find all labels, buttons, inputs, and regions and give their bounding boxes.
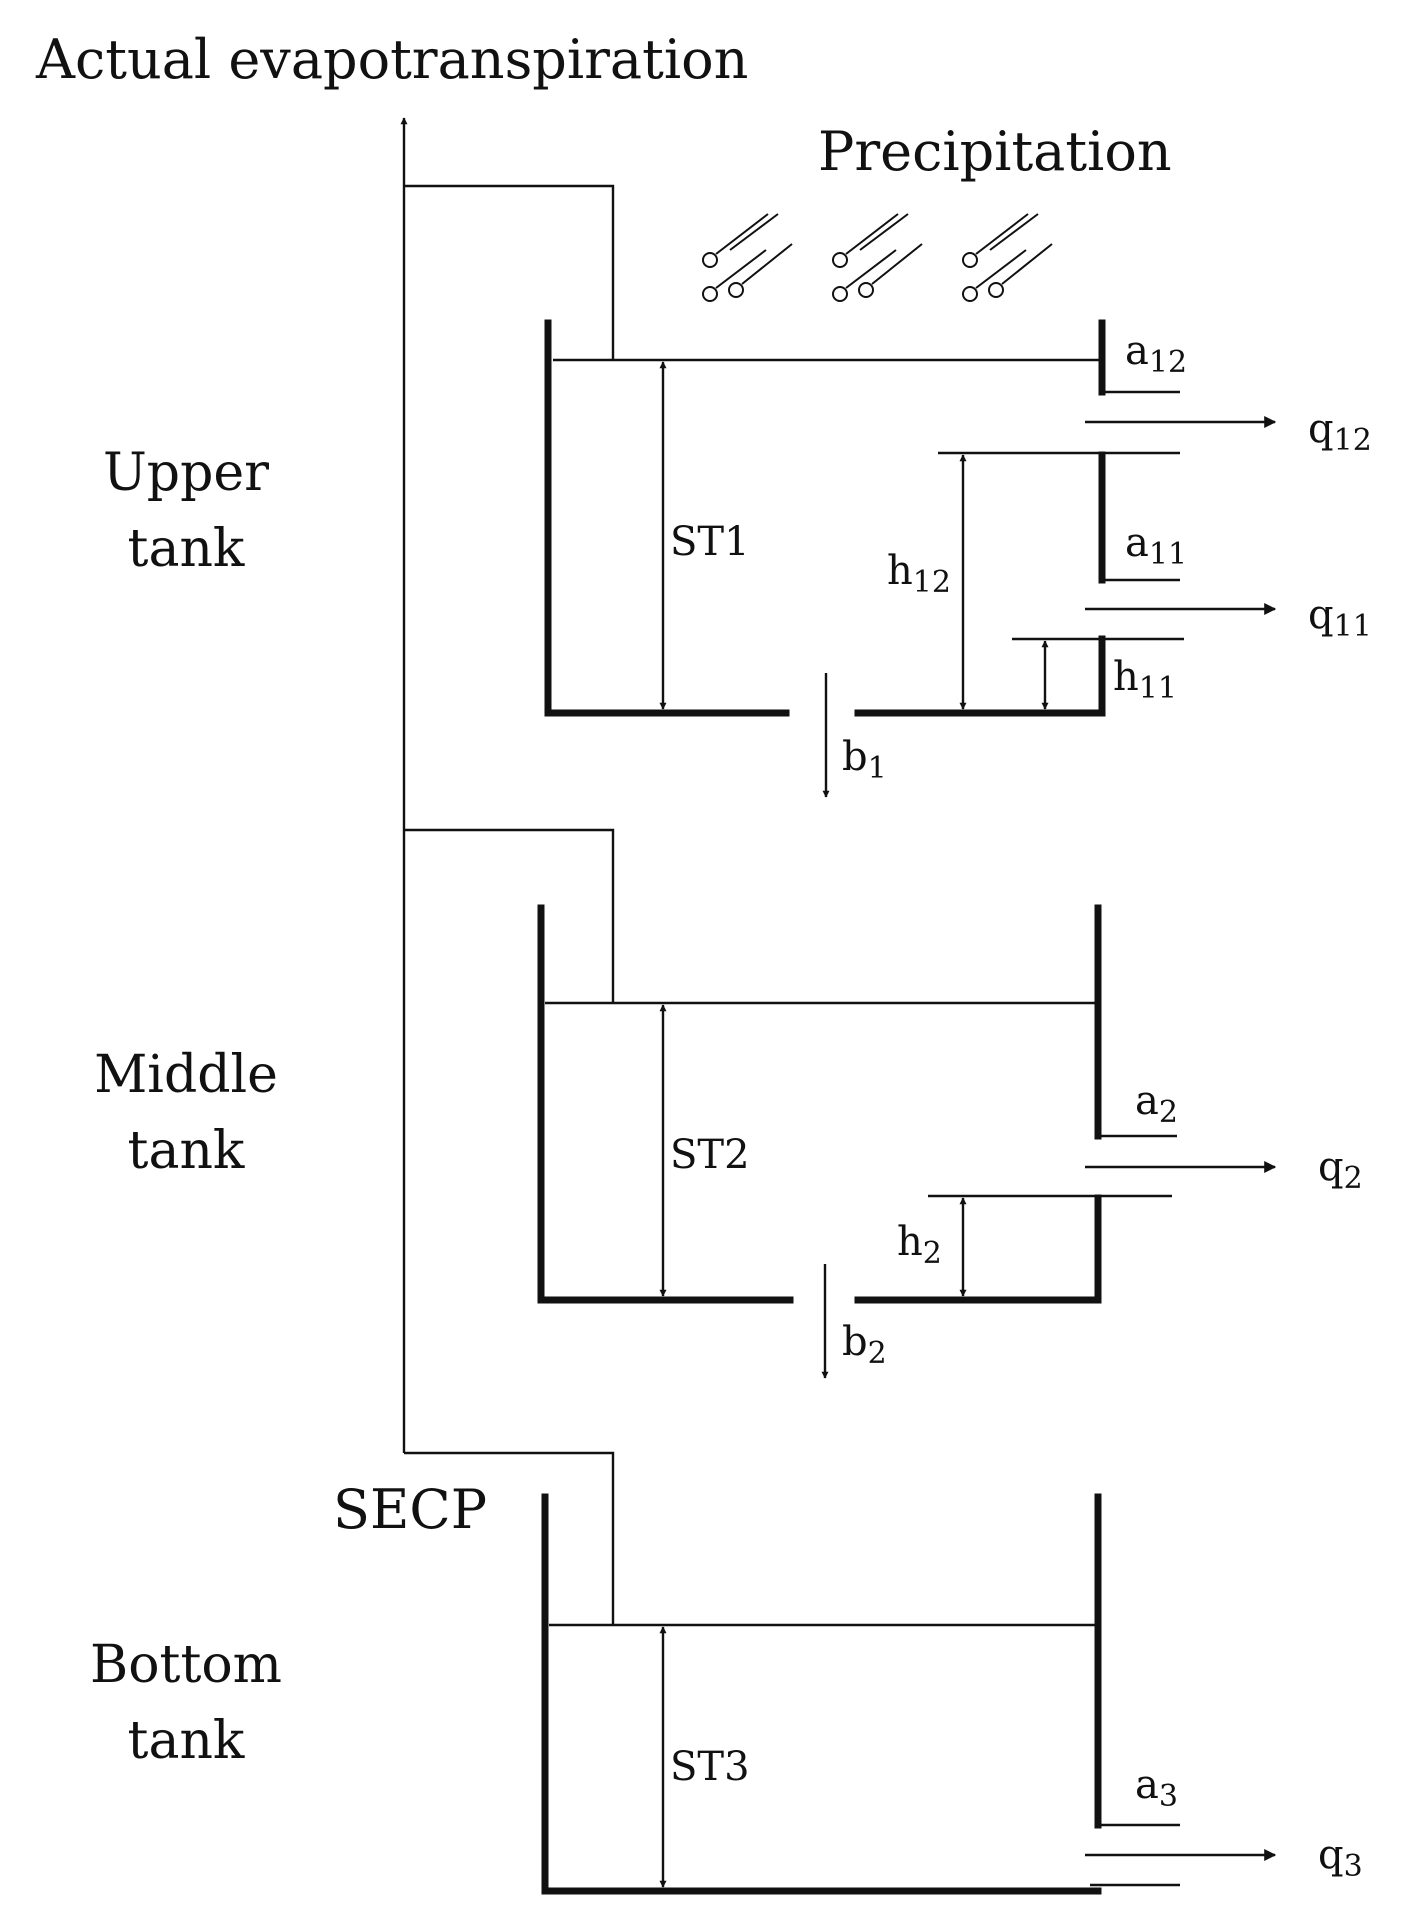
- secp-label: SECP: [333, 1478, 487, 1541]
- st1-label: ST1: [670, 519, 750, 565]
- bottom-tank-label: Bottom tank: [90, 1635, 282, 1771]
- b2-label: b2: [842, 1319, 887, 1371]
- precipitation-label: Precipitation: [818, 120, 1172, 183]
- svg-text:tank: tank: [128, 1711, 245, 1771]
- st2-label: ST2: [670, 1132, 750, 1178]
- h2-label: h2: [897, 1219, 942, 1271]
- rain-icon: [702, 213, 1053, 302]
- svg-text:Upper: Upper: [103, 443, 269, 503]
- svg-text:Middle: Middle: [94, 1045, 278, 1105]
- q2-label: q2: [1318, 1144, 1363, 1196]
- evapotranspiration-path: [400, 117, 615, 1625]
- evapotranspiration-label: Actual evapotranspiration: [35, 28, 748, 91]
- middle-tank: [537, 904, 1277, 1379]
- a2-label: a2: [1135, 1078, 1178, 1130]
- a11-label: a11: [1125, 520, 1187, 572]
- q12-label: q12: [1308, 406, 1372, 458]
- a12-label: a12: [1125, 328, 1187, 380]
- h12-label: h12: [887, 548, 951, 600]
- q3-label: q3: [1318, 1832, 1363, 1884]
- svg-text:Bottom: Bottom: [90, 1635, 282, 1695]
- h11-label: h11: [1113, 654, 1177, 706]
- q11-label: q11: [1308, 592, 1372, 644]
- upper-tank-label: Upper tank: [103, 443, 269, 579]
- bottom-tank: [541, 1493, 1277, 1895]
- st3-label: ST3: [670, 1744, 750, 1790]
- a3-label: a3: [1135, 1762, 1178, 1814]
- b1-label: b1: [842, 734, 887, 786]
- upper-tank: [544, 319, 1277, 798]
- middle-tank-label: Middle tank: [94, 1045, 278, 1181]
- svg-text:tank: tank: [128, 1121, 245, 1181]
- svg-text:tank: tank: [128, 519, 245, 579]
